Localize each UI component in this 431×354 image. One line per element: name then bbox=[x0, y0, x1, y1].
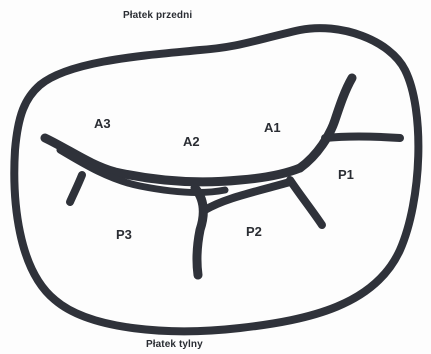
segment-label-p3: P3 bbox=[116, 227, 132, 242]
coaptation-connector bbox=[205, 182, 290, 210]
segment-label-a3: A3 bbox=[94, 116, 111, 131]
posterior-leaflet-label: Płatek tylny bbox=[146, 339, 203, 350]
segment-label-a2: A2 bbox=[183, 134, 200, 149]
segment-label-p2: P2 bbox=[246, 224, 262, 239]
coaptation-branch-p2-p3 bbox=[195, 188, 203, 275]
anterior-leaflet-label: Płatek przedni bbox=[123, 10, 192, 21]
coaptation-line-right bbox=[300, 78, 352, 168]
segment-label-p1: P1 bbox=[338, 167, 354, 182]
coaptation-stub-left bbox=[70, 175, 82, 202]
segment-label-a1: A1 bbox=[264, 120, 281, 135]
coaptation-branch-right bbox=[325, 137, 400, 139]
coaptation-branch-p1-p2 bbox=[290, 180, 322, 225]
